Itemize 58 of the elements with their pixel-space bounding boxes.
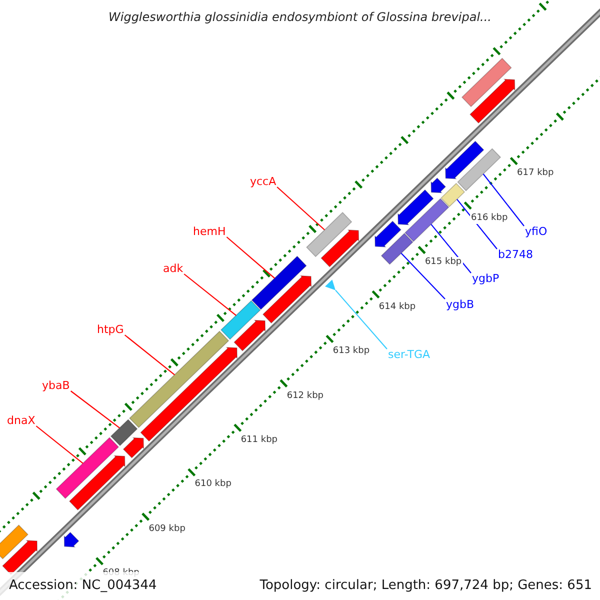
gene-bar	[56, 437, 120, 499]
leader-line	[124, 334, 175, 376]
gene-bar	[306, 212, 352, 258]
gene-bar	[251, 256, 307, 310]
tick-label: 611 kbp	[240, 434, 278, 446]
gene-block	[234, 320, 266, 352]
title: Wigglesworthia glossinidia endosymbiont of Glossina brevipal...	[108, 10, 492, 24]
leader-line	[335, 290, 388, 350]
gene-block	[374, 220, 402, 248]
tick-label: 617 kbp	[516, 168, 555, 180]
gene-block	[398, 189, 434, 226]
gene-bar	[404, 198, 450, 242]
gene-label: ygbP	[472, 272, 500, 285]
leader-line	[430, 224, 472, 274]
leader-line	[36, 426, 84, 464]
gene-label: b2748	[498, 248, 533, 261]
gene-block	[64, 532, 80, 548]
gene-block	[430, 178, 446, 194]
gene-block	[470, 78, 516, 124]
gene-bar	[129, 330, 230, 428]
gene-label: yfiO	[525, 225, 548, 238]
gene-label: ser-TGA	[388, 348, 430, 361]
leader-line	[400, 252, 446, 300]
gene-block	[445, 140, 484, 180]
topology-text: Topology: circular; Length: 697,724 bp; Genes: 651	[260, 578, 592, 593]
leader-line	[482, 174, 524, 226]
triangle-marker	[325, 280, 336, 290]
leader-line	[70, 390, 120, 428]
gene-label: yccA	[250, 175, 276, 188]
tick-label: 613 kbp	[332, 346, 371, 358]
accession-text: Accession: NC_004344	[9, 578, 157, 593]
gene-bar	[461, 58, 512, 108]
leader-line	[226, 236, 275, 279]
gene-label: hemH	[193, 225, 226, 238]
gene-bar	[110, 419, 138, 446]
gene-block	[320, 230, 360, 268]
gene-bar	[380, 232, 414, 265]
tick-label: 610 kbp	[194, 479, 232, 490]
tick-label: 609 kbp	[148, 524, 186, 535]
gene-bar	[220, 300, 261, 340]
gene-label: htpG	[97, 323, 124, 336]
gene-block	[140, 346, 238, 442]
leader-line	[184, 274, 236, 316]
gene-block	[122, 437, 144, 458]
tick-label: 615 kbp	[424, 257, 463, 268]
gene-block	[68, 455, 126, 510]
gene-block	[262, 275, 312, 324]
gene-label: adk	[163, 262, 184, 275]
gene-bar	[457, 148, 502, 192]
gene-label: ybaB	[42, 379, 70, 392]
gene-bar	[0, 524, 28, 560]
gene-bar	[440, 182, 466, 208]
leader-line	[276, 186, 325, 230]
tick-label: 612 kbp	[286, 390, 325, 402]
gene-label: dnaX	[7, 414, 36, 427]
tick-label: 616 kbp	[470, 212, 509, 224]
gene-label: ygbB	[446, 298, 474, 311]
tick-label: 614 kbp	[378, 302, 417, 313]
